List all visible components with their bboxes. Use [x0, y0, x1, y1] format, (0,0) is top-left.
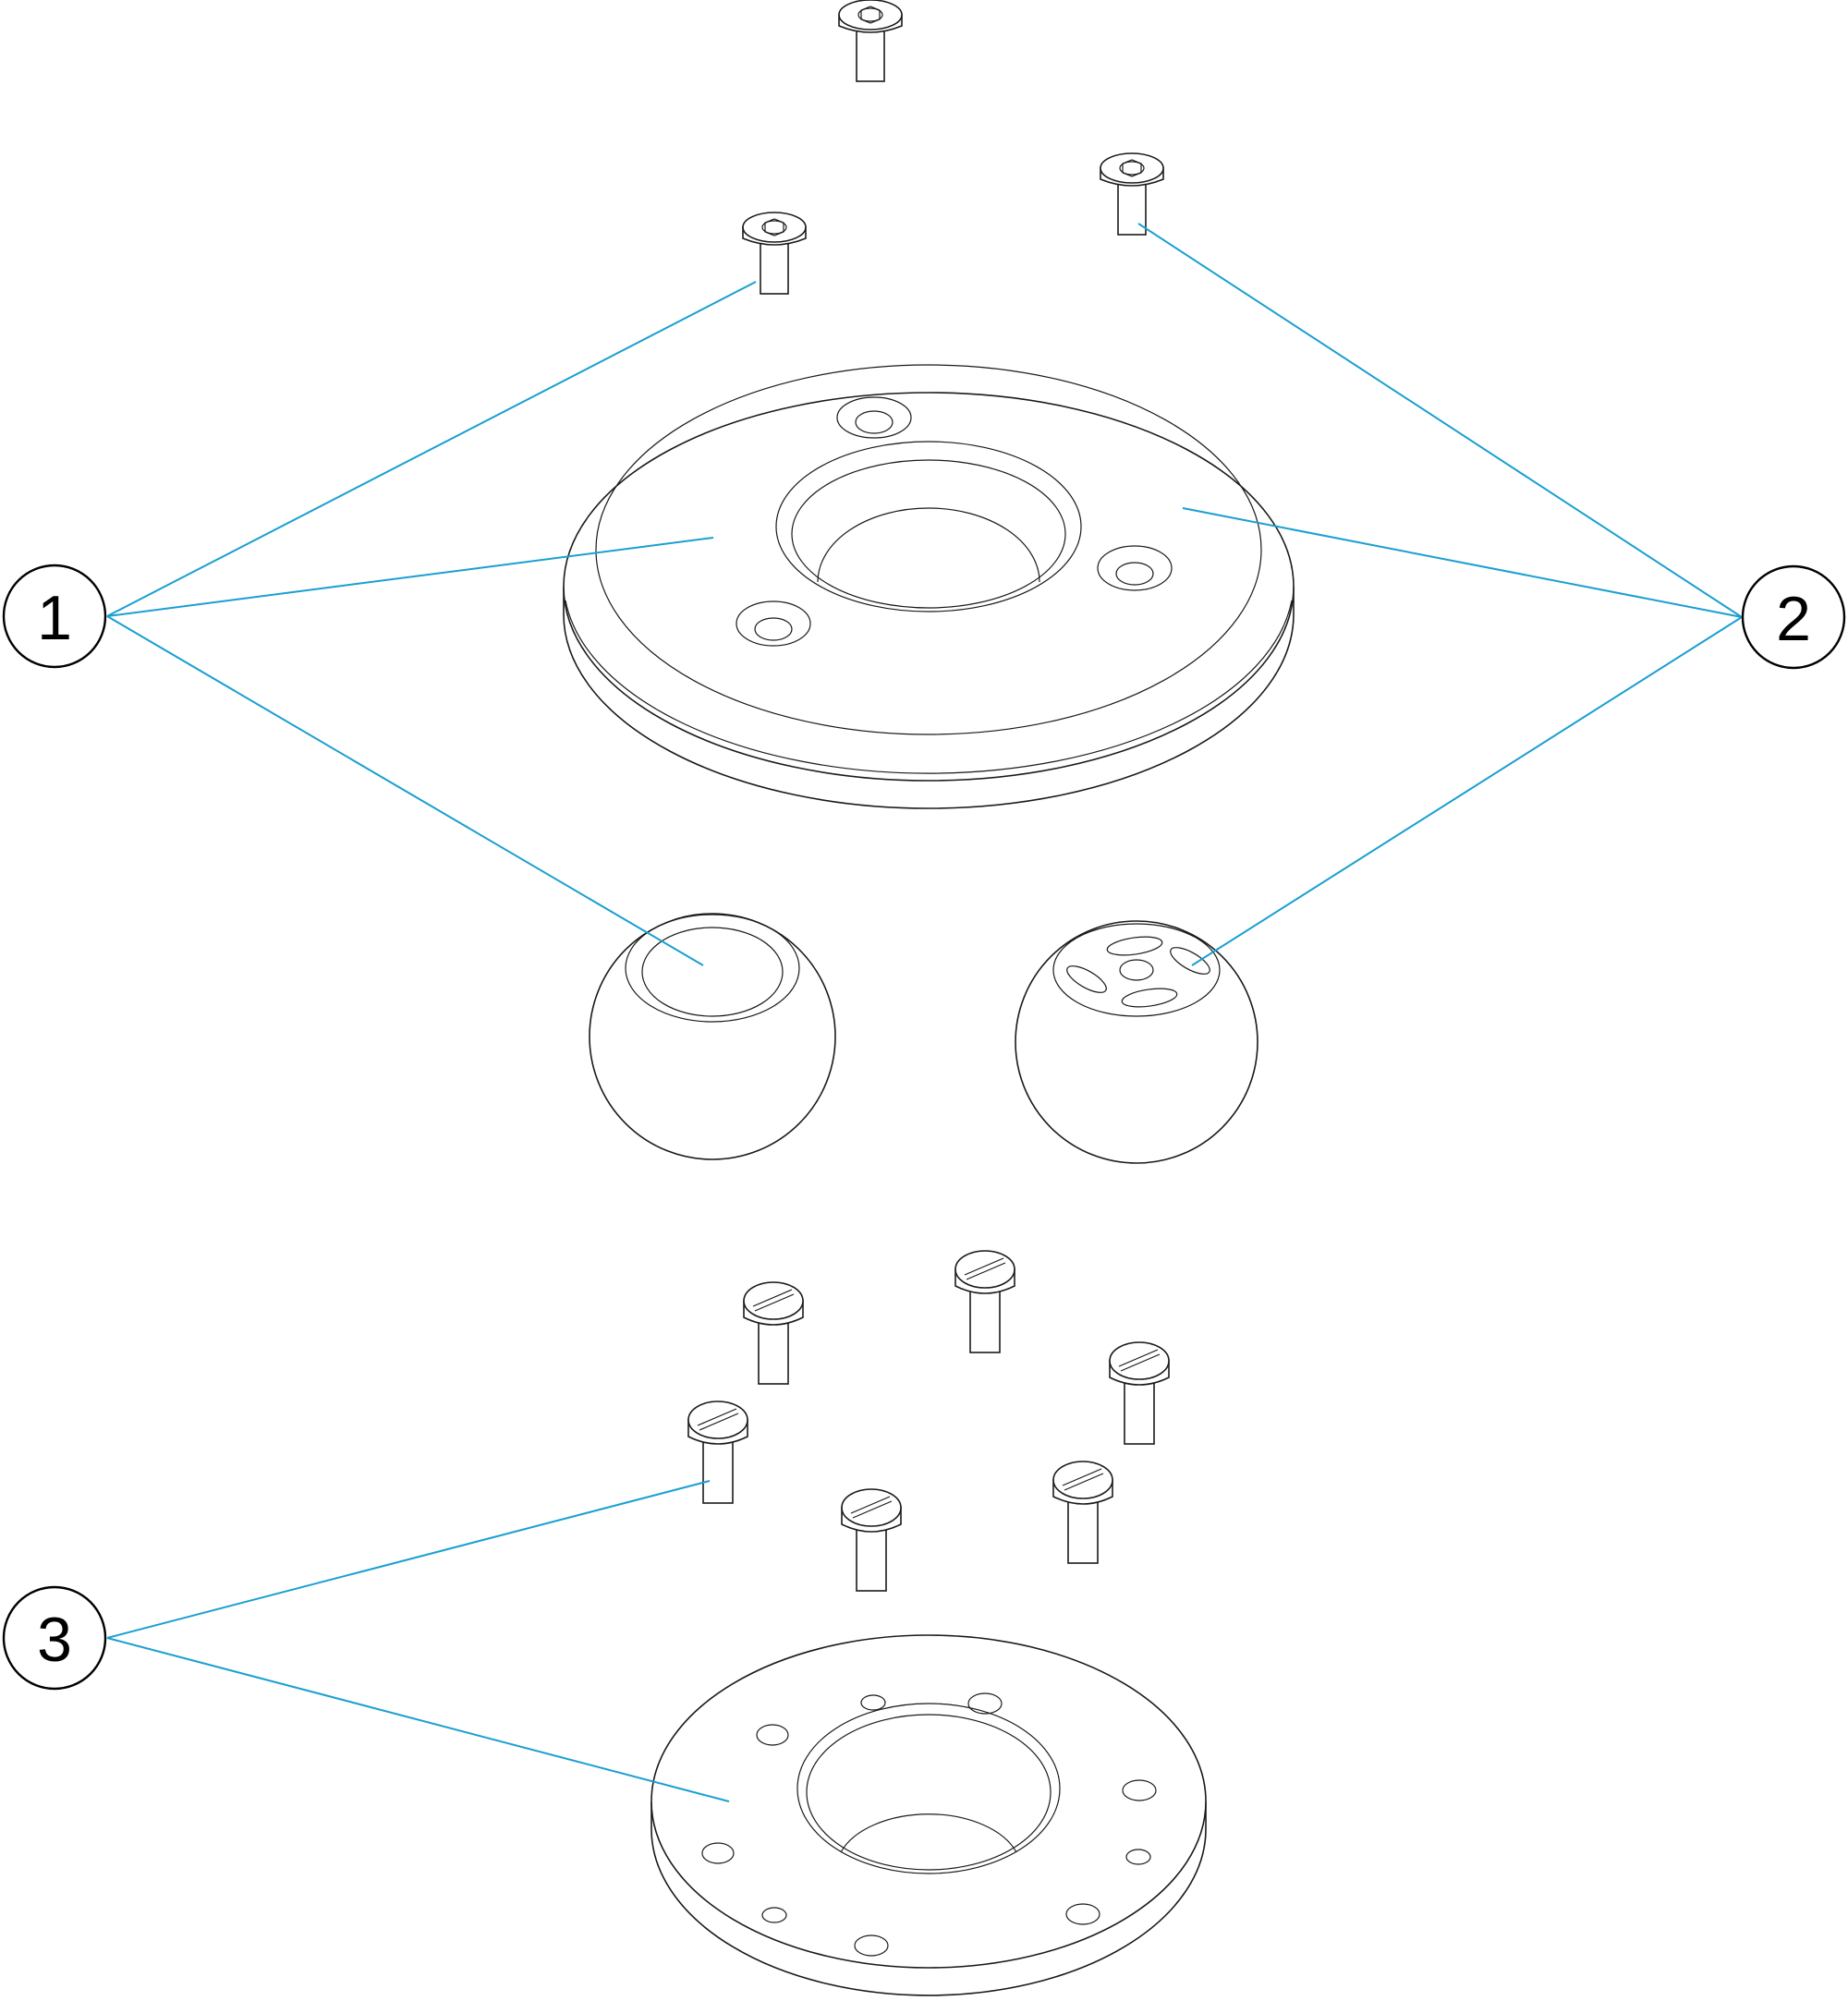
slotted-screw-6 [841, 1488, 902, 1592]
plate-center-bore [775, 441, 1082, 612]
vented-ball [1015, 920, 1258, 1164]
leader-1-to-top-plate [106, 537, 714, 617]
socket-screw-left [742, 212, 807, 295]
callout-1: 1 [2, 564, 107, 669]
bottom-flange [650, 1634, 1207, 1996]
plate-countersink-hole-top [836, 396, 912, 439]
flange-bolt-holes [701, 1692, 1157, 1957]
callout-2-label: 2 [1776, 584, 1811, 654]
plate-countersink-hole-left [736, 600, 811, 647]
leader-1-to-hollow-ball [106, 615, 704, 966]
top-plate [563, 364, 1295, 809]
slotted-screw-5 [1052, 1461, 1113, 1564]
slotted-screw-1 [954, 1250, 1015, 1353]
slotted-screw-2 [743, 1281, 804, 1385]
flange-center-bore [796, 1703, 1061, 1874]
callout-3: 3 [2, 1585, 107, 1691]
socket-screw-right [1100, 152, 1164, 236]
callout-3-label: 3 [37, 1605, 72, 1675]
callout-2: 2 [1741, 564, 1846, 670]
leader-3-to-bottom-flange [106, 1637, 730, 1802]
plate-countersink-hole-right [1097, 545, 1173, 591]
leader-lines [106, 223, 1743, 1802]
leader-2-to-top-plate [1182, 507, 1743, 618]
slotted-screw-3 [1109, 1341, 1170, 1445]
leader-3-to-slotted-screw [106, 1480, 711, 1639]
callout-1-label: 1 [37, 583, 72, 653]
slotted-screw-4 [687, 1401, 748, 1504]
socket-screw-top [838, 0, 903, 82]
leader-2-to-vented-ball [1191, 616, 1743, 966]
hollow-ball [589, 913, 836, 1160]
leader-2-to-socket-screw [1137, 223, 1743, 618]
leader-1-to-socket-screw [106, 281, 757, 617]
